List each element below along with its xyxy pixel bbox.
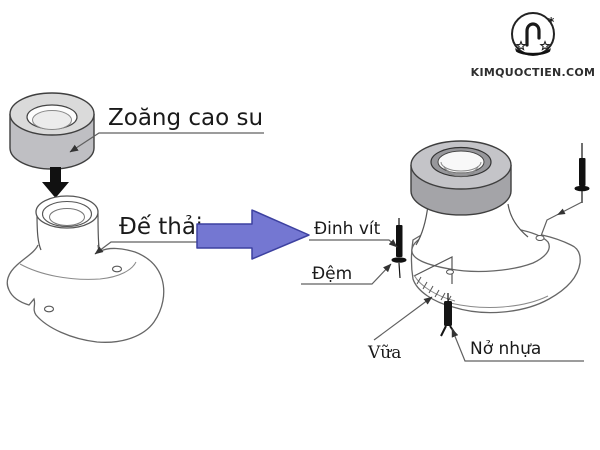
hatch-line: [440, 292, 446, 301]
site-logo: * KIMQUOCTIEN.COM: [471, 12, 596, 79]
screw-tip-line: [398, 262, 401, 279]
base-bottom-lip: [449, 295, 549, 308]
mortar-label-group: Vữa: [367, 296, 433, 363]
thread-arc: [446, 169, 476, 177]
pipe-wall-right: [97, 212, 100, 248]
gasket-label: Zoăng cao su: [108, 105, 263, 131]
drain-base-label: Đế thải: [119, 214, 202, 240]
washer-icon: [391, 257, 407, 263]
screw-right-group: [540, 143, 590, 237]
washer-icon: [574, 185, 590, 192]
flap-outline: [413, 256, 453, 284]
screw-icon: [396, 225, 403, 257]
logo-star-mark: *: [548, 15, 555, 29]
thread-arc: [443, 165, 479, 174]
pipe-wall-left: [36, 212, 42, 251]
bolt-hole: [43, 305, 55, 313]
leader-line: [301, 263, 392, 285]
exploded-view: Zoăng cao su Đế thải: [6, 92, 264, 343]
pipe-bore: [49, 208, 85, 226]
anchor-label: Nở nhựa: [470, 339, 541, 359]
site-url-text: KIMQUOCTIEN.COM: [471, 66, 596, 79]
screw-label-group: Đinh vít: [309, 219, 398, 248]
gasket-hole-depth: [32, 110, 72, 130]
leader-line: [540, 201, 583, 237]
gasket-label-group: Zoăng cao su: [69, 105, 264, 153]
bolt-hole: [111, 265, 123, 273]
leader-line: [69, 132, 264, 153]
assembled-gasket-drawing: [410, 140, 512, 216]
leader-line: [309, 239, 398, 248]
drain-base-label-group: Đế thải: [94, 214, 202, 255]
assembled-view: Đinh vít Đệm Vữa Nở nhựa: [301, 140, 590, 363]
leader-line: [373, 296, 433, 341]
bolt-hole: [446, 269, 454, 275]
rubber-gasket-drawing: [9, 92, 95, 170]
hatch-line: [434, 289, 440, 298]
anchor-icon: [444, 301, 452, 326]
hatch-inner-edge: [413, 274, 456, 302]
base-shoulder-curve: [19, 261, 137, 280]
screw-icon: [579, 158, 586, 186]
transform-arrow-icon: [196, 209, 310, 260]
assembled-base-drawing: [410, 203, 581, 314]
anchor-label-group: Nở nhựa: [451, 328, 584, 362]
washer-label: Đệm: [312, 264, 352, 284]
leader-line: [94, 241, 200, 255]
thread-arc: [440, 161, 482, 172]
screw-left-group: [391, 218, 407, 279]
faucet-icon: [525, 22, 541, 47]
basin-icon: [515, 48, 551, 56]
hatch-line: [416, 276, 422, 285]
hatch-line: [422, 281, 428, 290]
base-body: [6, 242, 165, 343]
down-arrow-icon: [42, 167, 69, 198]
gasket-hole: [437, 150, 485, 174]
flower-handle-icon: [515, 40, 527, 51]
anchor-leg: [440, 325, 447, 337]
mortar-label: Vữa: [367, 343, 401, 363]
hatch-line: [428, 285, 434, 294]
flower-handle-icon: [539, 40, 551, 51]
washer-label-group: Đệm: [301, 263, 392, 285]
leader-arrowhead: [557, 208, 566, 215]
drain-base-drawing: [6, 195, 165, 343]
leader-line: [451, 328, 584, 362]
pipe-wall-right: [507, 203, 529, 238]
bolt-hole: [535, 235, 545, 241]
screw-label: Đinh vít: [314, 219, 381, 239]
